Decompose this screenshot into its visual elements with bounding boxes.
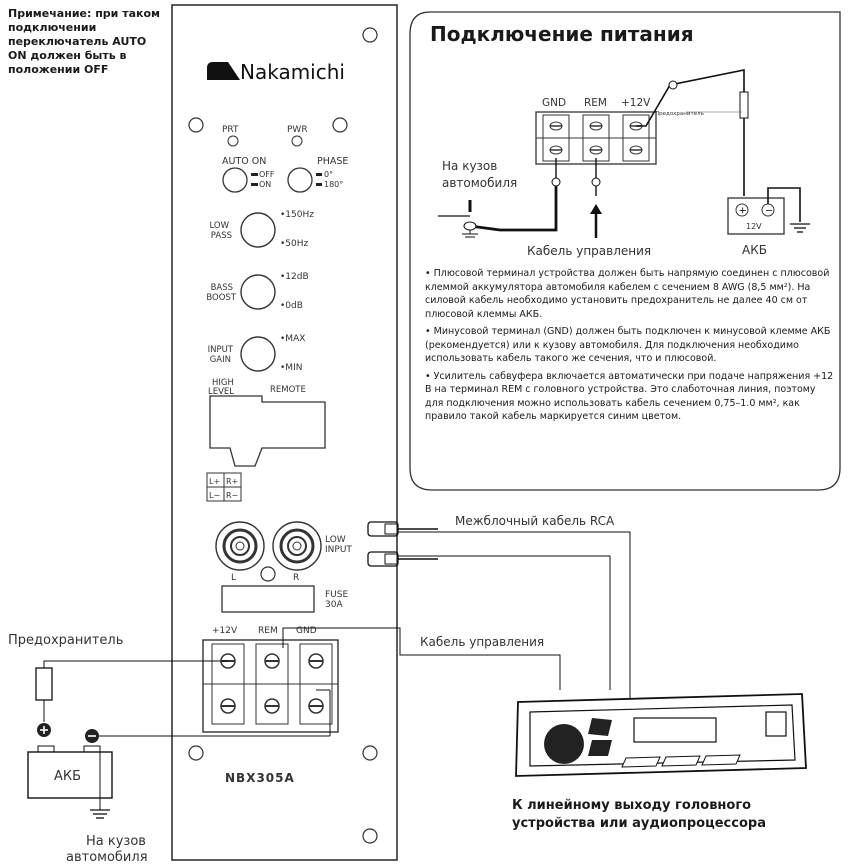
rca-left-jack <box>215 521 265 571</box>
control-cable-label: Кабель управления <box>420 635 544 649</box>
head-unit-caption: К линейному выходу головного устройства … <box>512 798 766 831</box>
svg-text:GND: GND <box>542 97 566 109</box>
nakamichi-logo-icon <box>207 62 240 80</box>
model-label: NBX305A <box>225 771 295 785</box>
battery-box <box>27 751 113 799</box>
low-pass-knob <box>240 212 276 248</box>
power-terminal-block <box>202 639 339 733</box>
svg-text:0°: 0° <box>324 170 333 179</box>
speaker-terminal-block: L+ R+ L− R− <box>206 472 242 502</box>
power-box-title: Подключение питания <box>430 22 694 46</box>
svg-text:OFF: OFF <box>259 170 275 179</box>
svg-text:REMOTE: REMOTE <box>270 385 306 395</box>
svg-text:R+: R+ <box>226 477 238 486</box>
power-note: • Минусовой терминал (GND) должен быть п… <box>425 326 831 364</box>
svg-text:R: R <box>293 573 299 583</box>
svg-text:•150Hz: •150Hz <box>280 210 314 220</box>
prt-led <box>227 135 239 147</box>
svg-text:•MAX: •MAX <box>280 334 305 344</box>
high-level-connector <box>209 395 326 467</box>
pwr-led <box>291 135 303 147</box>
fuse-icon <box>35 667 53 701</box>
mount-hole <box>188 745 204 761</box>
svg-text:GAIN: GAIN <box>210 355 231 365</box>
prt-label: PRT <box>222 125 239 135</box>
fuse-label: Предохранитель <box>8 633 123 648</box>
ground-label-2: автомобиля <box>66 850 148 865</box>
svg-text:180°: 180° <box>324 180 343 189</box>
svg-text:+12V: +12V <box>621 97 651 109</box>
svg-text:•0dB: •0dB <box>280 301 303 311</box>
pwr-label: PWR <box>287 125 308 135</box>
head-unit-icon <box>515 693 807 777</box>
svg-text:GND: GND <box>296 626 317 636</box>
power-notes: • Плюсовой терминал устройства должен бы… <box>425 267 835 428</box>
svg-text:Кабель управления: Кабель управления <box>527 244 651 258</box>
svg-text:PASS: PASS <box>211 231 232 241</box>
mount-hole <box>332 117 348 133</box>
phase-label: PHASE <box>317 156 348 167</box>
svg-text:L−: L− <box>209 491 220 500</box>
svg-text:INPUT: INPUT <box>325 545 352 555</box>
inline-fuse-icon <box>739 91 749 119</box>
svg-text:+: + <box>739 206 747 217</box>
fuse-slot <box>221 585 315 613</box>
svg-text:АКБ: АКБ <box>742 243 767 257</box>
power-note: • Плюсовой терминал устройства должен бы… <box>425 268 830 320</box>
svg-text:L+: L+ <box>209 477 220 486</box>
svg-text:−: − <box>765 206 773 217</box>
svg-text:BOOST: BOOST <box>206 293 236 303</box>
auto-on-switch <box>222 167 248 193</box>
rca-right-jack <box>272 521 322 571</box>
wiring-note: Примечание: при таком подключении перекл… <box>8 7 161 76</box>
svg-text:REM: REM <box>258 626 278 636</box>
bass-boost-knob <box>240 274 276 310</box>
svg-text:R−: R− <box>226 491 238 500</box>
svg-text:L: L <box>231 573 236 583</box>
svg-text:•12dB: •12dB <box>280 272 309 282</box>
brand-logo-text: Nakamichi <box>240 60 345 84</box>
svg-text:30A: 30A <box>325 600 343 610</box>
rca-plug-top <box>367 521 438 537</box>
auto-on-label: AUTO ON <box>222 156 266 167</box>
ground-label-1: На кузов <box>86 834 146 849</box>
svg-text:•50Hz: •50Hz <box>280 239 309 249</box>
mount-hole <box>188 117 204 133</box>
svg-text:LOW: LOW <box>209 221 229 231</box>
power-note: • Усилитель сабвуфера включается автомат… <box>425 370 834 423</box>
mount-hole <box>362 27 378 43</box>
mount-hole <box>362 745 378 761</box>
svg-text:автомобиля: автомобиля <box>442 176 517 190</box>
svg-text:FUSE: FUSE <box>325 590 348 600</box>
mini-terminal-block <box>535 111 657 165</box>
svg-text:REM: REM <box>584 97 607 109</box>
svg-text:BASS: BASS <box>211 283 233 293</box>
svg-text:12V: 12V <box>746 222 762 231</box>
svg-text:LEVEL: LEVEL <box>208 387 234 397</box>
svg-text:ON: ON <box>259 180 271 189</box>
svg-text:INPUT: INPUT <box>208 345 234 355</box>
rca-plug-bottom <box>367 551 438 567</box>
svg-text:HIGH: HIGH <box>212 378 234 388</box>
phase-switch <box>287 167 313 193</box>
svg-text:•MIN: •MIN <box>280 363 302 373</box>
power-box-frame <box>409 11 841 491</box>
svg-text:+12V: +12V <box>212 626 238 636</box>
svg-text:На кузов: На кузов <box>442 159 497 173</box>
input-gain-knob <box>240 336 276 372</box>
rca-cable-label: Межблочный кабель RCA <box>455 514 615 528</box>
mount-hole <box>362 828 378 844</box>
svg-text:LOW: LOW <box>325 535 346 545</box>
battery-icon: + − <box>727 197 785 235</box>
svg-text:Предохранитель: Предохранитель <box>655 111 704 117</box>
battery-label: АКБ <box>54 769 81 784</box>
